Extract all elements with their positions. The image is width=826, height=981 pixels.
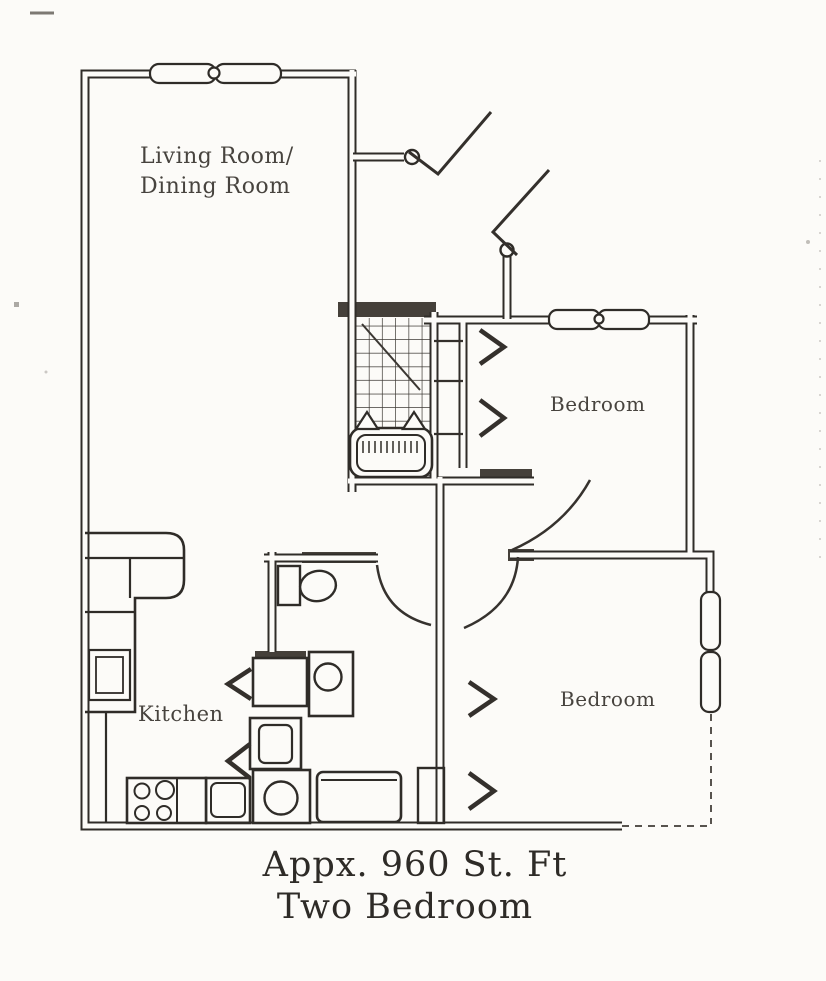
scan-artifacts [14, 11, 821, 560]
burner-icon [155, 780, 175, 800]
burner-icon [156, 805, 172, 821]
closet-door-chevrons [223, 328, 508, 811]
window-bedroom-upper [547, 308, 651, 331]
faucet-icon [400, 409, 428, 431]
living-dining-label-line1: Living Room/ [140, 144, 294, 169]
bedroom-upper-label: Bedroom [550, 392, 645, 416]
door-swing-arcs [375, 479, 592, 630]
bedroom-lower-label: Bedroom [560, 687, 655, 711]
closet-dividers [434, 339, 463, 436]
cabinet-symbol [248, 716, 303, 771]
caption-area-line: Appx. 960 St. Ft [262, 845, 568, 885]
sink-basin-icon [263, 780, 299, 816]
vanity-sink-symbol [251, 650, 355, 718]
burner-icon [133, 782, 151, 800]
stove-symbol [125, 776, 208, 825]
burner-icon [134, 805, 150, 821]
door-swing-line [408, 111, 493, 177]
entry-door-symbols [353, 111, 551, 319]
bathtub-symbol [348, 409, 434, 479]
living-dining-label-line2: Dining Room [140, 174, 291, 199]
window-living-room [148, 62, 283, 85]
faucet-icon [353, 409, 381, 431]
kitchen-label: Kitchen [138, 702, 224, 726]
sink-basin-icon [313, 662, 343, 692]
kitchen-sink-symbol [251, 768, 312, 825]
caption-type-line: Two Bedroom [277, 887, 533, 927]
faded-walls [622, 714, 713, 827]
window-bedroom-lower [699, 590, 722, 714]
door-swing-line [490, 168, 551, 257]
walls-core [82, 70, 713, 829]
windows [148, 62, 722, 714]
toilet-symbol [276, 564, 338, 607]
